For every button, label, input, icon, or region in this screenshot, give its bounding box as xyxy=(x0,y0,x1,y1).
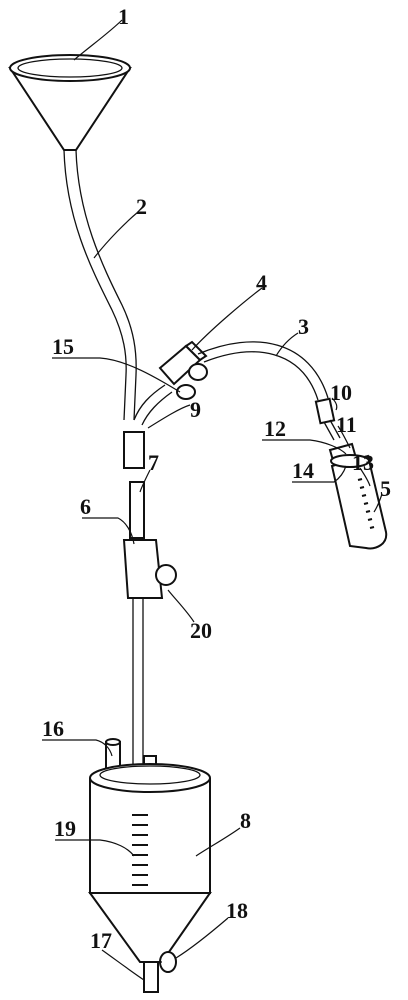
drain-17 xyxy=(143,951,177,993)
label-7: 7 xyxy=(148,450,159,475)
label-8: 8 xyxy=(240,808,251,833)
label-15: 15 xyxy=(52,334,74,359)
label-16: 16 xyxy=(42,716,64,741)
label-13: 13 xyxy=(352,450,374,475)
label-17: 17 xyxy=(90,928,112,953)
sleeve-9 xyxy=(123,431,145,469)
connector-10 xyxy=(314,397,341,441)
tank-8 xyxy=(88,763,212,963)
label-19: 19 xyxy=(54,816,76,841)
branch-connector xyxy=(133,384,196,426)
label-4: 4 xyxy=(256,270,267,295)
label-18: 18 xyxy=(226,898,248,923)
label-10: 10 xyxy=(330,380,352,405)
tube-2 xyxy=(63,149,137,421)
label-14: 14 xyxy=(292,458,314,483)
label-9: 9 xyxy=(190,397,201,422)
label-6: 6 xyxy=(80,494,91,519)
label-20: 20 xyxy=(190,618,212,643)
label-1: 1 xyxy=(118,4,129,29)
funnel xyxy=(8,54,132,151)
label-3: 3 xyxy=(298,314,309,339)
leader-lines xyxy=(42,19,383,981)
clamp-6 xyxy=(122,539,177,599)
valve-4 xyxy=(158,340,208,386)
label-2: 2 xyxy=(136,194,147,219)
label-12: 12 xyxy=(264,416,286,441)
sample-bottle xyxy=(328,442,388,550)
label-11: 11 xyxy=(336,412,357,437)
label-5: 5 xyxy=(380,476,391,501)
tube-3 xyxy=(197,341,329,401)
labels: 1 2 3 4 5 6 7 8 9 10 11 12 13 14 15 16 1… xyxy=(42,4,391,953)
pipe-7 xyxy=(129,481,145,768)
